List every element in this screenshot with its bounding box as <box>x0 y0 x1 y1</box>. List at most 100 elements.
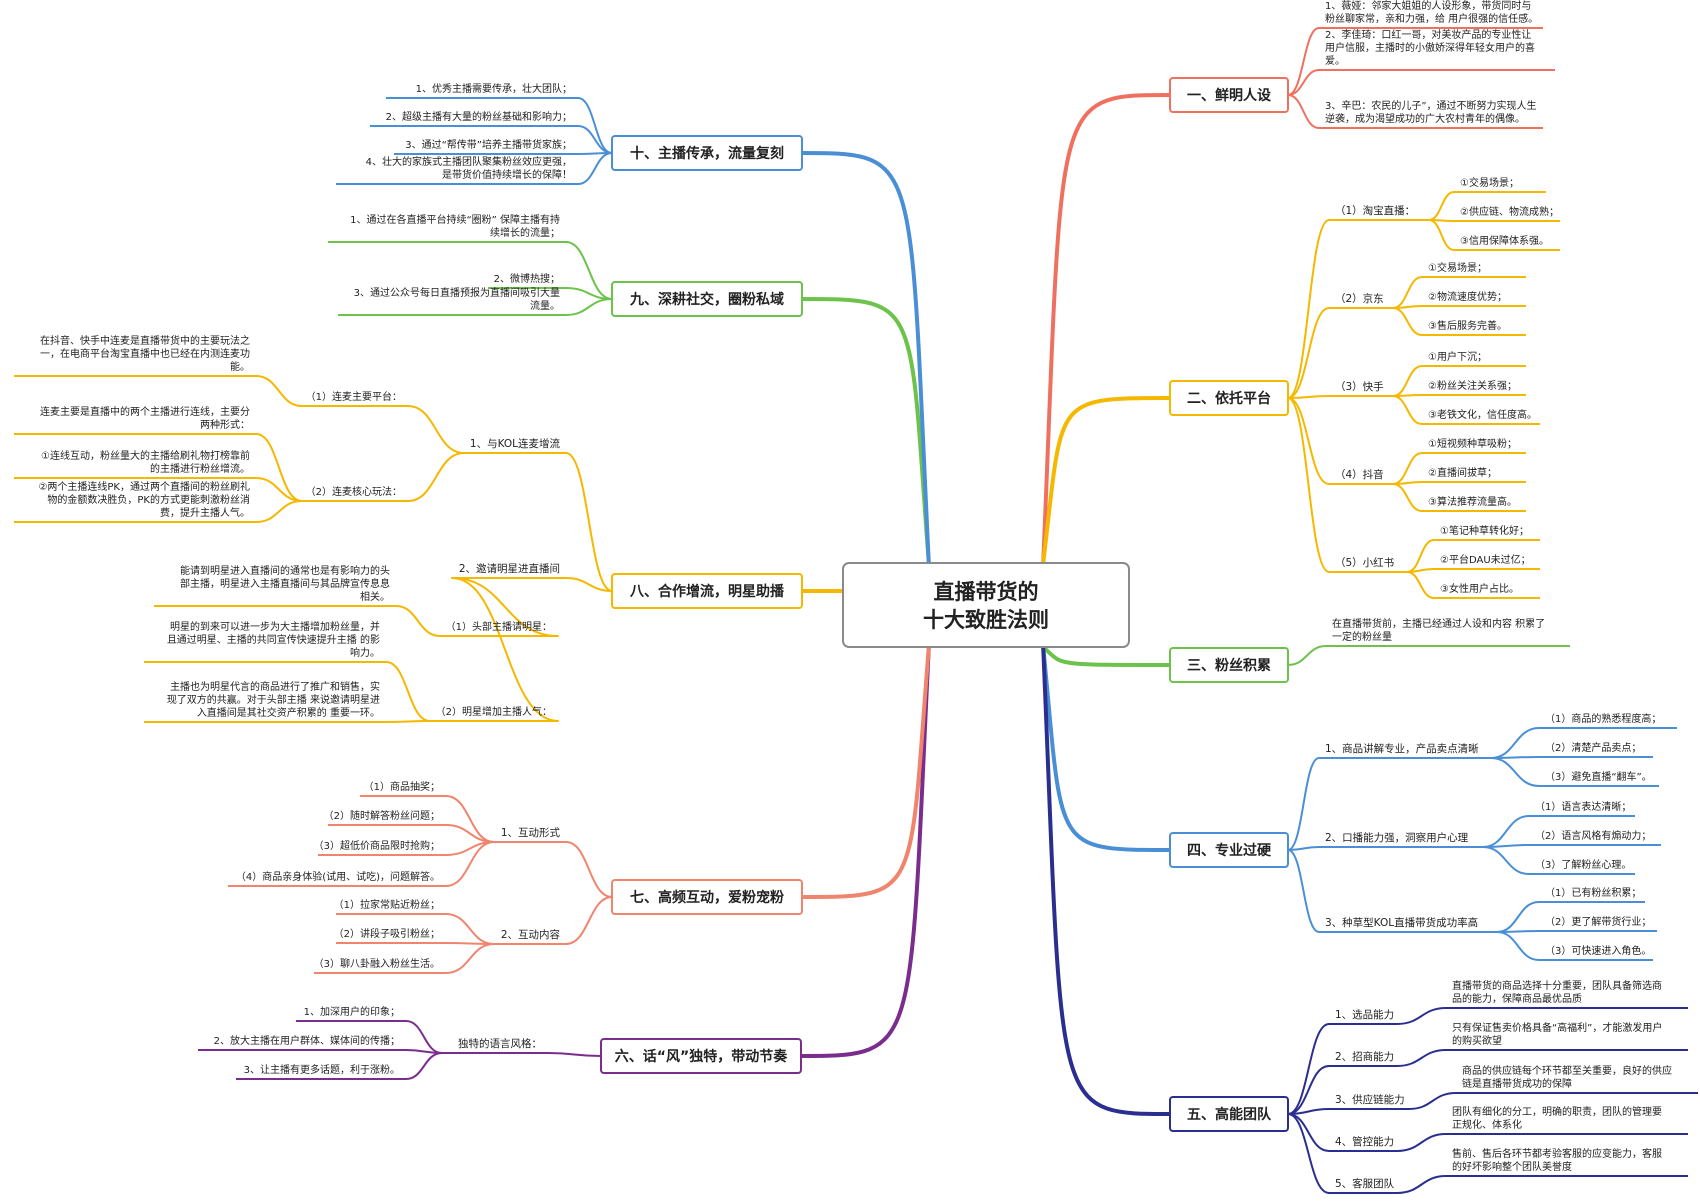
connector-line <box>385 661 431 722</box>
connector-line <box>1392 307 1423 336</box>
node-5-line-1: ①交易场景； <box>1460 176 1519 189</box>
connector-line <box>1406 571 1435 599</box>
node-31-line-1: （2）语言风格有煽动力； <box>1535 829 1651 842</box>
node-24-line-1: 在直播带货前，主播已经通过人设和内容 积累了 <box>1332 617 1545 630</box>
branch-label-10: 十、主播传承，流量复刻 <box>630 145 784 162</box>
branch-box-1 <box>1169 77 1289 113</box>
connector-line <box>255 375 303 407</box>
node-37-line-1: 1、选品能力 <box>1335 1008 1394 1021</box>
node-50-line-1: 3、让主播有更多话题，利于涨粉。 <box>244 1063 400 1076</box>
node-3-line-1: 3、辛巴：农民的儿子”，通过不断努力实现人生 <box>1325 99 1537 112</box>
node-19-line-1: ③算法推荐流量高。 <box>1428 495 1517 508</box>
node-47-line-1: 独特的语言风格： <box>458 1037 542 1050</box>
node-21-line-1: ①笔记种草转化好； <box>1440 524 1529 537</box>
node-59-line-1: （3）聊八卦融入粉丝生活。 <box>314 957 440 970</box>
connector-line <box>1392 365 1423 397</box>
node-63-line-1: （2）连麦核心玩法： <box>306 485 402 498</box>
connector-line <box>1287 219 1330 399</box>
node-53-line-1: （2）随时解答粉丝问题； <box>324 809 440 822</box>
connector-line <box>1287 397 1330 573</box>
node-48-line-1: 1、加深用户的印象； <box>304 1005 400 1018</box>
connector-line <box>1406 539 1435 573</box>
node-2-line-3: 爱。 <box>1325 54 1345 67</box>
connector-line <box>1490 727 1540 759</box>
node-65-line-2: 的主播进行粉丝增流。 <box>150 462 250 475</box>
node-55-line-1: （4）商品亲身体验(试用、试吃)，问题解答。 <box>236 870 440 883</box>
connector-lines <box>255 27 1540 1194</box>
connector-line <box>1496 931 1540 961</box>
branch-box-10 <box>611 135 803 171</box>
node-58-line-1: （2）讲段子吸引粉丝； <box>334 927 440 940</box>
connector-line <box>547 1052 602 1057</box>
connector-line <box>1287 757 1320 851</box>
node-29-line-1: 2、口播能力强，洞察用户心理 <box>1325 831 1469 844</box>
connector-line <box>445 841 495 887</box>
connector-line <box>1287 1113 1330 1152</box>
connector-line <box>565 241 613 300</box>
node-74-line-1: 2、微博热搜； <box>494 272 560 285</box>
node-44-line-1: 团队有细化的分工，明确的职责，团队的管理要 <box>1452 1105 1662 1118</box>
node-22-line-1: ②平台DAU未过亿； <box>1440 553 1531 566</box>
connector-line <box>565 452 613 592</box>
connector-line <box>1496 930 1540 933</box>
node-labels: 直播带货的十大致胜法则一、鲜明人设二、依托平台三、粉丝积累四、专业过硬五、高能团… <box>38 0 1672 1190</box>
branch-box-6 <box>600 1038 802 1074</box>
node-45-line-1: 5、客服团队 <box>1335 1177 1395 1190</box>
node-78-line-1: 3、通过“帮传带”培养主播带货家族； <box>405 138 572 151</box>
node-61-line-1: （1）连麦主要平台： <box>306 390 402 403</box>
branch-box-5 <box>1169 1096 1289 1132</box>
connector-line <box>1392 394 1423 397</box>
node-62-line-1: 在抖音、快手中连麦是直播带货中的主要玩法之 <box>40 334 250 347</box>
branch-boxes <box>600 77 1289 1132</box>
node-20-line-1: （5）小红书 <box>1335 556 1394 569</box>
node-40-line-1: 只有保证售卖价格具备“高福利”，才能激发用户 <box>1452 1021 1662 1034</box>
node-44-line-2: 正规化、体系化 <box>1452 1118 1522 1131</box>
node-13-line-1: ①用户下沉； <box>1428 350 1487 363</box>
node-66-line-2: 物的金额数决胜负，PK的方式更能刺激粉丝消 <box>47 493 250 506</box>
node-33-line-1: 3、种草型KOL直播带货成功率高 <box>1325 916 1478 929</box>
node-1-line-2: 粉丝聊家常，亲和力强，给 用户很强的信任感。 <box>1325 12 1538 25</box>
connector-line <box>1287 849 1320 933</box>
branch-label-8: 八、合作增流，明星助播 <box>629 583 785 600</box>
connector-line <box>1287 307 1330 399</box>
node-75-line-2: 流量。 <box>530 299 560 312</box>
root-title-line-1: 直播带货的 <box>934 580 1039 604</box>
node-14-line-1: ②粉丝关注关系强； <box>1428 379 1517 392</box>
connector-line <box>1287 94 1320 129</box>
node-41-line-1: 3、供应链能力 <box>1335 1093 1405 1106</box>
node-54-line-1: （3）超低价商品限时抢购； <box>314 839 440 852</box>
branch-label-7: 七、高频互动，爱粉宠粉 <box>630 889 784 906</box>
node-2-line-1: 2、李佳琦：口红一哥，对美妆产品的专业性让 <box>1325 28 1531 41</box>
connector-line <box>1482 815 1530 848</box>
node-40-line-2: 的购买欲望 <box>1452 1034 1502 1047</box>
node-56-line-1: 2、互动内容 <box>501 928 561 941</box>
trunk-line <box>800 297 931 565</box>
node-42-line-2: 链是直播带货成功的保障 <box>1462 1077 1572 1090</box>
node-6-line-1: ②供应链、物流成熟； <box>1460 205 1559 218</box>
node-30-line-1: （1）语言表达清晰； <box>1535 800 1631 813</box>
connector-line <box>1428 191 1455 221</box>
connector-line <box>445 943 495 974</box>
trunk-line <box>799 645 931 1058</box>
node-32-line-1: （3）了解粉丝心理。 <box>1535 858 1631 871</box>
node-46-line-2: 的好坏影响整个团队美誉度 <box>1452 1160 1572 1173</box>
node-64-line-1: 连麦主要是直播中的两个主播进行连线，主要分 <box>40 405 250 418</box>
connector-line <box>1396 1049 1447 1067</box>
node-36-line-1: （3）可快速进入角色。 <box>1545 944 1651 957</box>
node-67-line-1: 2、邀请明星进直播间 <box>459 562 560 575</box>
node-16-line-1: （4）抖音 <box>1335 468 1384 481</box>
node-38-line-1: 直播带货的商品选择十分重要，团队具备筛选商 <box>1452 979 1662 992</box>
node-76-line-1: 1、优秀主播需要传承，壮大团队； <box>416 82 572 95</box>
branch-box-8 <box>611 573 803 609</box>
node-18-line-1: ②直播间拔草； <box>1428 466 1497 479</box>
branch-box-7 <box>611 879 803 915</box>
node-79-line-1: 4、壮大的家族式主播团队聚集粉丝效应更强， <box>366 155 572 168</box>
node-25-line-1: 1、商品讲解专业，产品卖点清晰 <box>1325 742 1479 755</box>
connector-line <box>1287 846 1320 851</box>
branch-box-4 <box>1169 832 1289 868</box>
branch-label-2: 二、依托平台 <box>1187 390 1271 407</box>
connector-line <box>1490 756 1540 759</box>
connector-line <box>1287 69 1320 96</box>
node-77-line-1: 2、超级主播有大量的粉丝基础和影响力； <box>386 110 572 123</box>
node-17-line-1: ①短视频种草吸粉； <box>1428 437 1517 450</box>
